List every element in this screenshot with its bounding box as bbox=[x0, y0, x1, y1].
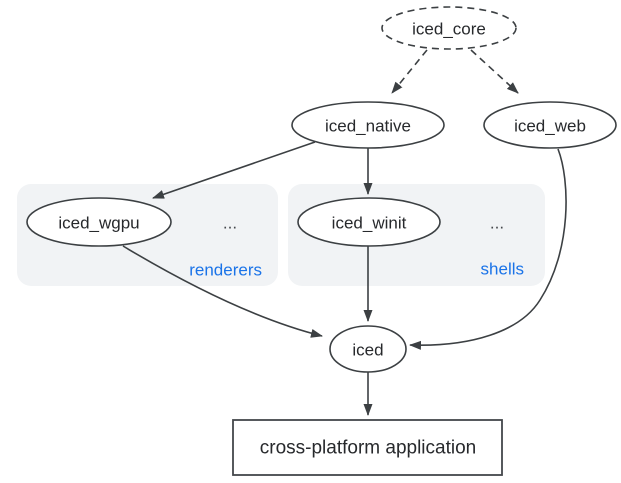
node-iced-wgpu: iced_wgpu bbox=[26, 197, 172, 247]
iced-native-label: iced_native bbox=[325, 117, 411, 136]
iced-web-label: iced_web bbox=[514, 117, 586, 136]
node-iced: iced bbox=[329, 325, 407, 373]
iced-winit-ellipse bbox=[297, 197, 441, 247]
iced-native-ellipse bbox=[291, 101, 445, 149]
iced-core-ellipse bbox=[381, 6, 517, 50]
edge-core-to-native bbox=[391, 49, 428, 94]
application-label: cross-platform application bbox=[260, 438, 476, 459]
node-iced-web: iced_web bbox=[483, 101, 617, 149]
node-iced-native: iced_native bbox=[291, 101, 445, 149]
iced-winit-label: iced_winit bbox=[332, 214, 407, 233]
edge-web-to-iced bbox=[409, 148, 567, 350]
iced-wgpu-label: iced_wgpu bbox=[58, 214, 139, 233]
node-iced-winit: iced_winit bbox=[297, 197, 441, 247]
iced-ellipse bbox=[329, 325, 407, 373]
node-application: cross-platform application bbox=[232, 419, 503, 476]
edge-wgpu-to-iced bbox=[122, 245, 323, 338]
iced-web-ellipse bbox=[483, 101, 617, 149]
edge-native-to-wgpu bbox=[152, 141, 316, 199]
renderers-group-label: renderers bbox=[189, 261, 262, 280]
shells-ellipsis: ... bbox=[490, 214, 504, 233]
application-rect bbox=[232, 419, 503, 476]
iced-wgpu-ellipse bbox=[26, 197, 172, 247]
renderers-ellipsis: ... bbox=[223, 214, 237, 233]
iced-core-label: iced_core bbox=[412, 20, 486, 39]
iced-label: iced bbox=[352, 341, 383, 360]
node-iced-core: iced_core bbox=[381, 6, 517, 50]
shells-group-label: shells bbox=[481, 260, 524, 279]
edge-core-to-web bbox=[470, 49, 519, 94]
